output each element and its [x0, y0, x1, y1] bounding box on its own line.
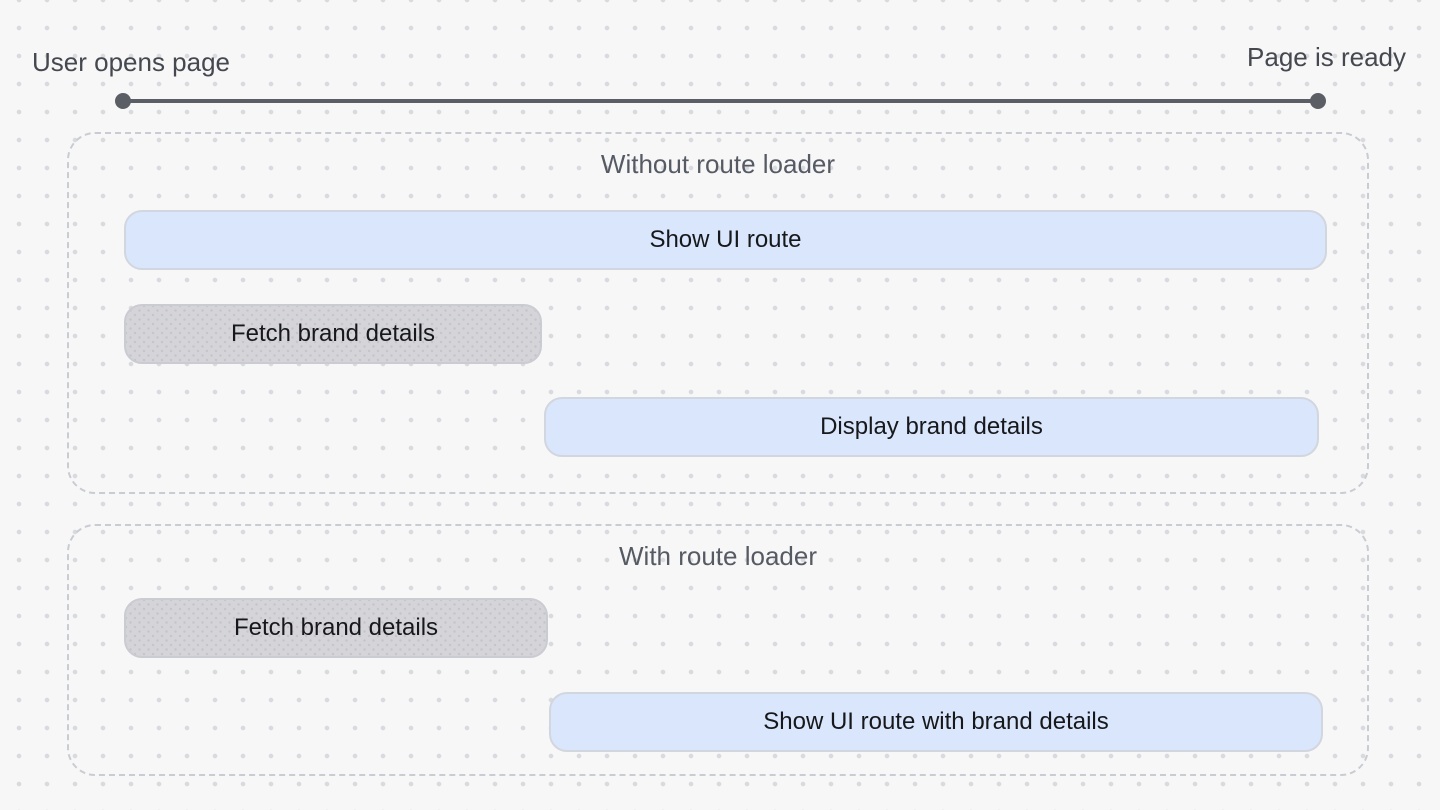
bar-fetch-brand-details: Fetch brand details — [124, 598, 548, 658]
section-title: Without route loader — [600, 149, 836, 179]
bar-label: Show UI route with brand details — [763, 708, 1109, 735]
timeline-line — [123, 99, 1318, 103]
bar-label: Show UI route — [649, 226, 802, 253]
timeline-start-label: User opens page — [32, 47, 231, 77]
bar-show-ui-route: Show UI route — [124, 210, 1327, 270]
timeline-start-dot — [115, 93, 131, 109]
section-with-route-loader: With route loader Fetch brand details Sh… — [67, 524, 1369, 776]
bar-label: Display brand details — [820, 413, 1043, 440]
bar-label: Fetch brand details — [233, 614, 439, 641]
bar-fetch-brand-details: Fetch brand details — [124, 304, 542, 364]
timeline-end-label: Page is ready — [1247, 42, 1406, 72]
section-without-route-loader: Without route loader Show UI route Fetch… — [67, 132, 1369, 494]
bar-show-ui-route-with-brand-details: Show UI route with brand details — [549, 692, 1323, 752]
bar-label: Fetch brand details — [230, 320, 436, 347]
bar-display-brand-details: Display brand details — [544, 397, 1319, 457]
timeline-end-dot — [1310, 93, 1326, 109]
section-title: With route loader — [619, 541, 817, 571]
